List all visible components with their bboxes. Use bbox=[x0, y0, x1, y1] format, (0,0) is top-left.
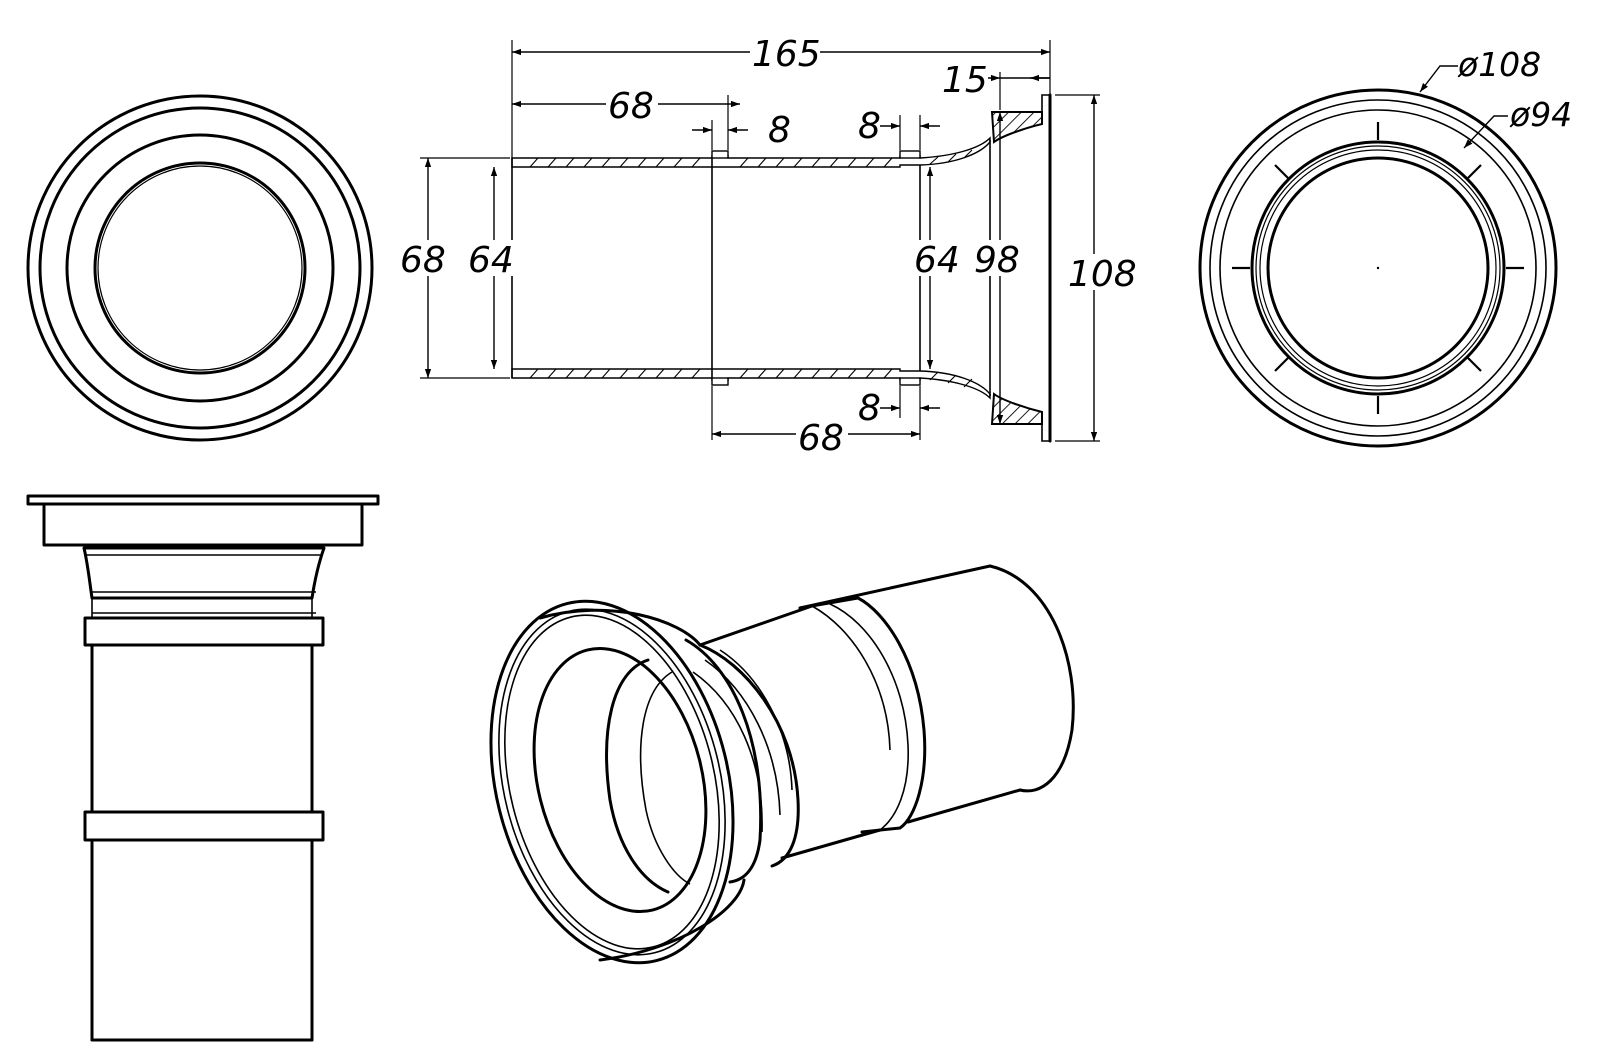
flange-ribs bbox=[1232, 122, 1524, 414]
dim-flange-dia: 108 bbox=[1068, 254, 1137, 295]
phi-inner-label: ø94 bbox=[1509, 95, 1572, 134]
phi-outer-label: ø108 bbox=[1457, 45, 1541, 84]
dim-pipe-segment-2: 68 bbox=[798, 418, 844, 459]
end-view-front bbox=[26, 94, 374, 442]
side-elevation bbox=[26, 494, 380, 1042]
dim-flange-thickness: 15 bbox=[942, 60, 988, 101]
section-view bbox=[511, 93, 1052, 443]
diameter-callouts: ø108 ø94 bbox=[1457, 45, 1572, 134]
dim-inner-dia-left: 64 bbox=[468, 240, 514, 281]
dim-bell-dia: 98 bbox=[974, 240, 1020, 281]
dim-inner-dia-right: 64 bbox=[914, 240, 960, 281]
dim-overall-length: 165 bbox=[752, 34, 821, 75]
isometric-view bbox=[489, 564, 1075, 965]
dim-collar-width-bottom: 8 bbox=[858, 388, 881, 429]
wall-hatch bbox=[529, 149, 973, 388]
end-view-flange bbox=[1198, 65, 1558, 448]
dimension-texts: 165 68 8 8 15 8 68 68 64 64 98 108 bbox=[400, 34, 1137, 459]
dim-collar-width-top: 8 bbox=[768, 110, 791, 151]
dim-collar-width-mid: 8 bbox=[858, 106, 881, 147]
dim-outer-dia-left: 68 bbox=[400, 240, 446, 281]
dim-pipe-segment-1: 68 bbox=[608, 86, 654, 127]
